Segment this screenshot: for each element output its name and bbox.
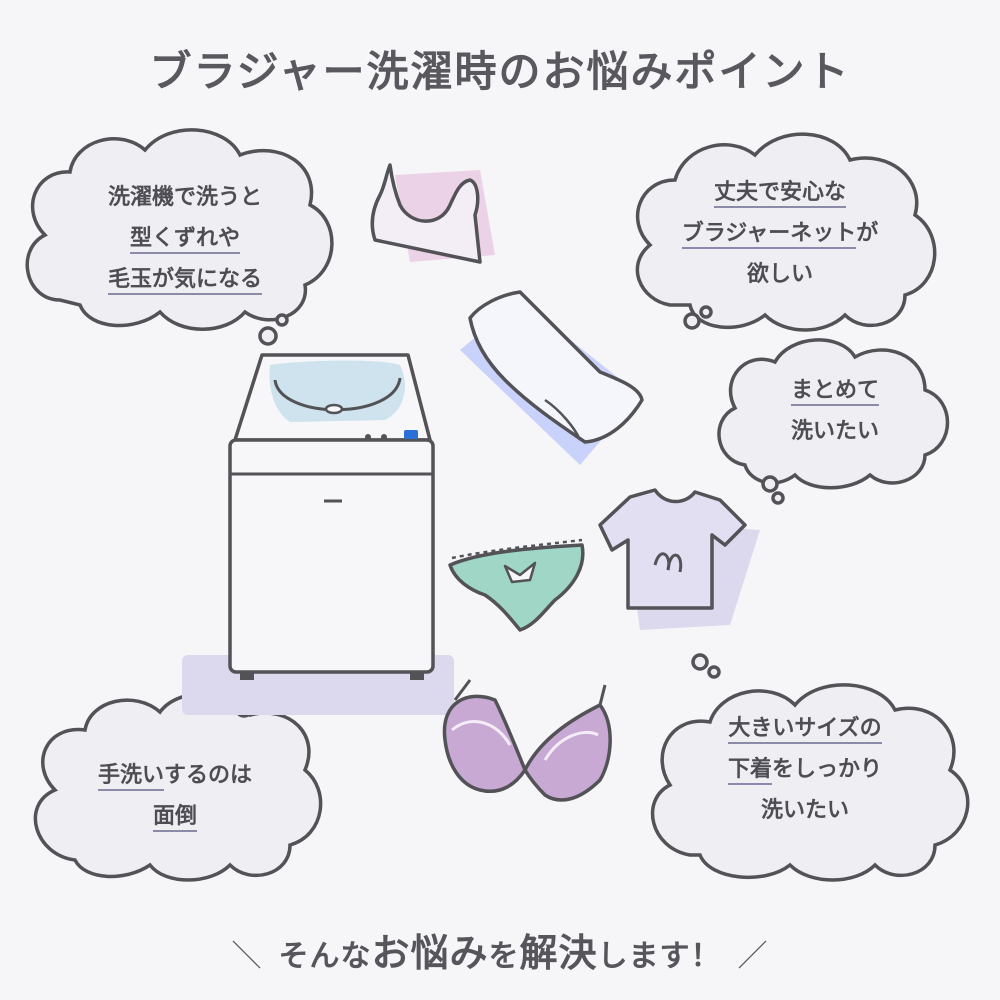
bra-icon (442, 679, 612, 802)
page-title: ブラジャー洗濯時のお悩みポイント (149, 47, 851, 96)
footer-part4: 解決 (519, 931, 598, 975)
bubble-bottom-right-line1: 大きいサイズの (728, 716, 882, 744)
footer-part2: お悩み (371, 931, 489, 975)
bubble-bottom-right-line2-rest: をしっかり (772, 757, 883, 782)
bubble-middle-right: まとめて 洗いたい (765, 370, 905, 452)
bubble-top-right-line2-underlined: ブラジャーネット (681, 221, 857, 249)
bubble-bottom-right-line3: 洗いたい (760, 798, 849, 823)
laundry-net-icon (460, 290, 644, 465)
thought-cloud-top-right (635, 132, 937, 332)
bubble-top-right-line3: 欲しい (746, 262, 813, 287)
footer-left-slash: ＼ (231, 939, 263, 974)
tshirt-icon (598, 488, 760, 630)
footer-part5: します！ (597, 939, 722, 974)
thought-cloud-middle-right (717, 338, 950, 505)
bubble-bottom-right-line2-underlined: 下着 (727, 757, 772, 785)
footer-part1: そんな (278, 939, 372, 974)
bubble-top-right: 丈夫で安心な ブラジャーネットが 欲しい (660, 172, 900, 295)
footer-message: ＼ そんなお悩みを解決します！ ／ (0, 922, 1000, 977)
sports-bra-icon (370, 163, 495, 264)
bubble-bottom-left-line1-rest: するのは (164, 763, 253, 788)
bubble-middle-right-line2: 洗いたい (790, 419, 879, 444)
bubble-bottom-left-line2: 面倒 (152, 804, 197, 832)
panties-icon (448, 538, 585, 632)
footer-part3: を (488, 939, 520, 974)
bubble-top-left-line3: 毛玉が気になる (107, 267, 262, 295)
bubble-top-left-line1: 洗濯機で洗うと (107, 185, 262, 210)
bubble-top-right-line1: 丈夫で安心な (713, 180, 846, 208)
thought-cloud-top-left (25, 128, 334, 346)
bubble-bottom-left: 手洗いするのは 面倒 (60, 755, 290, 837)
washing-machine-icon (182, 353, 454, 715)
bubble-bottom-right: 大きいサイズの 下着をしっかり 洗いたい (690, 708, 920, 831)
bubble-bottom-left-line1-underlined: 手洗い (97, 763, 164, 791)
bubble-middle-right-line1: まとめて (790, 378, 879, 406)
footer-right-slash: ／ (737, 939, 769, 974)
thought-cloud-bottom-right (650, 653, 970, 882)
bubble-top-left: 洗濯機で洗うと 型くずれや 毛玉が気になる (70, 177, 300, 300)
bubble-top-left-line2: 型くずれや (129, 226, 240, 254)
bubble-top-right-line2-rest: が (856, 221, 879, 246)
